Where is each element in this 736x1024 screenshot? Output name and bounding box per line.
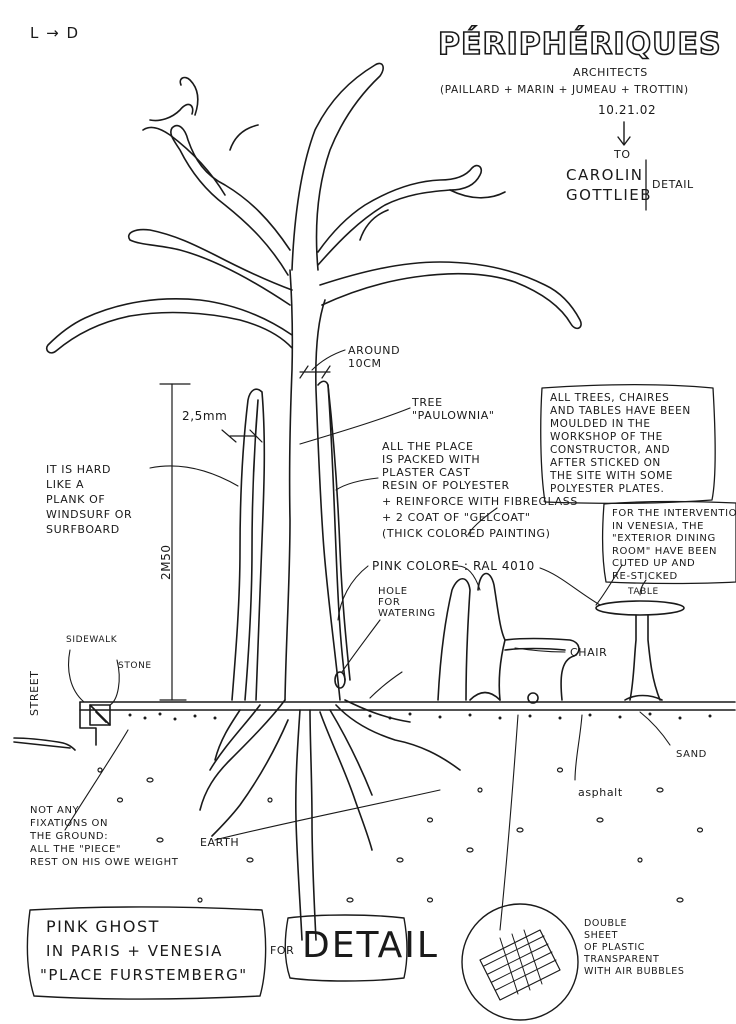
firm-title: PÉRIPHÉRIQUES [437, 27, 722, 63]
bubble-plastic-sketch [461, 903, 579, 1021]
label-street: STREET [28, 670, 41, 716]
note-tree: TREE "PAULOWNIA" [412, 396, 495, 422]
to-label: TO [614, 148, 631, 161]
watering-hole [334, 671, 346, 689]
note-bubbles: DOUBLE SHEET OF PLASTIC TRANSPARENT WITH… [584, 918, 685, 977]
ground-section [13, 701, 736, 903]
project-line-2: IN PARIS + VENESIA [46, 942, 223, 960]
label-asphalt: asphalt [578, 786, 623, 799]
tree-roots [199, 699, 461, 941]
note-thickness: 2,5mm [182, 409, 228, 423]
date: 10.21.02 [598, 103, 657, 117]
note-plaster: ALL THE PLACE IS PACKED WITH PLASTER CAS… [382, 440, 481, 479]
note-resin: RESIN OF POLYESTER + REINFORCE WITH FIBR… [382, 479, 578, 540]
note-pink-color: PINK COLORE : RAL 4010 [372, 559, 535, 573]
tree-shell [231, 380, 351, 701]
leader-lines [64, 349, 671, 931]
chair-sketch [437, 572, 580, 701]
recipient-first-name: CAROLIN [566, 166, 644, 184]
tree-trunk [284, 269, 341, 701]
label-stone: STONE [118, 661, 152, 671]
label-chair: CHAIR [570, 646, 608, 659]
note-venesia: FOR THE INTERVENTION IN VENESIA, THE "EX… [612, 508, 736, 582]
for-label: FOR [270, 944, 295, 957]
firm-subtitle: ARCHITECTS [573, 66, 648, 79]
note-around: AROUND 10CM [348, 344, 401, 370]
label-earth: EARTH [200, 836, 240, 849]
pebble-marker [527, 692, 539, 704]
date-arrow [617, 121, 631, 146]
project-line-1: PINK GHOST [46, 917, 160, 936]
note-box-project [26, 906, 267, 1000]
note-not-any: NOT ANY FIXATIONS ON THE GROUND: ALL THE… [30, 805, 179, 868]
note-hard: IT IS HARD LIKE A PLANK OF WINDSURF OR S… [46, 463, 133, 536]
note-hole: HOLE FOR WATERING [378, 586, 436, 619]
label-table: TABLE [628, 587, 659, 597]
label-sidewalk: SIDEWALK [66, 635, 118, 645]
recipient-last-name: GOTTLIEB [566, 186, 653, 204]
label-sand: SAND [676, 749, 707, 760]
note-height: 2M50 [159, 544, 173, 580]
recipient-tag: DETAIL [652, 178, 694, 191]
detail-label: DETAIL [302, 925, 439, 966]
dimension-lines [159, 365, 331, 701]
project-line-3: "PLACE FURSTEMBERG" [40, 966, 248, 984]
table-sketch [595, 600, 685, 701]
note-box-all-trees [540, 383, 716, 504]
note-box-detail [284, 914, 408, 982]
note-all-trees: ALL TREES, CHAIRES AND TABLES HAVE BEEN … [550, 392, 691, 495]
firm-partners: (PAILLARD + MARIN + JUMEAU + TROTTIN) [440, 84, 689, 96]
note-box-venesia [602, 500, 736, 585]
tree-branches [45, 62, 582, 354]
direction-note: L → D [30, 24, 80, 42]
